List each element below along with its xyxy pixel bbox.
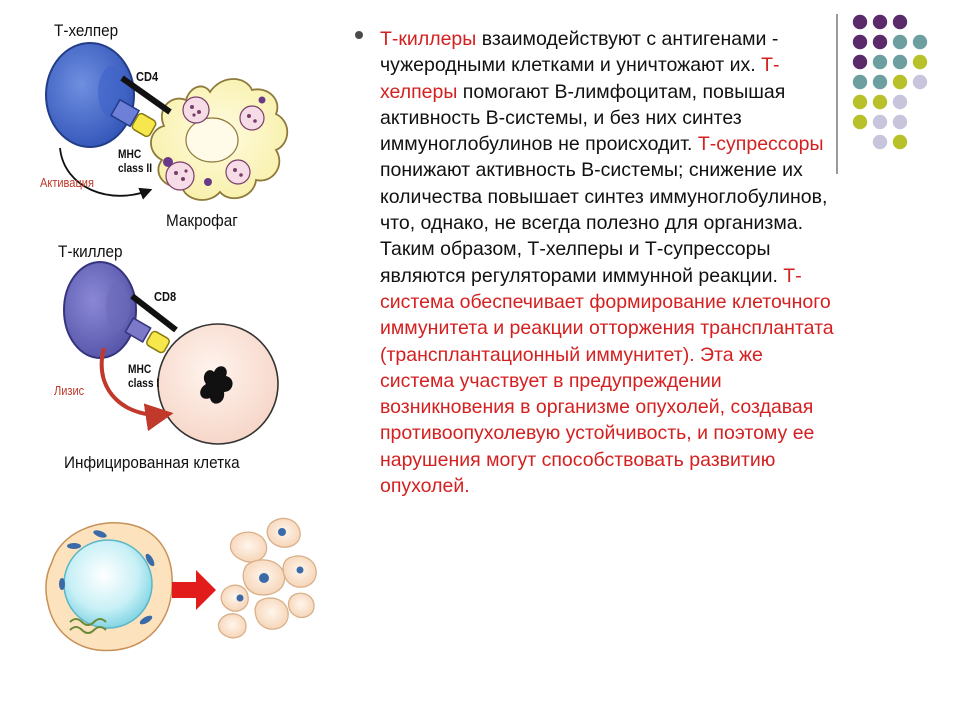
text-segment-t-helpers: Т-хелперы bbox=[380, 54, 780, 103]
infected-cell-label: Инфицированная клетка bbox=[64, 453, 240, 472]
decorative-dot bbox=[872, 34, 888, 50]
infected-cell bbox=[157, 323, 279, 445]
decorative-dot bbox=[892, 74, 908, 90]
activation-arrow bbox=[59, 147, 153, 200]
decorative-dot bbox=[872, 94, 888, 110]
macrophage-cell bbox=[150, 78, 289, 201]
decorative-dot-grid bbox=[852, 14, 928, 150]
decorative-dot bbox=[892, 94, 908, 110]
mhc-class-ii-label: MHC class II bbox=[118, 147, 152, 175]
decorative-dot bbox=[852, 94, 868, 110]
cd8-label: CD8 bbox=[154, 289, 177, 304]
tumor-cells bbox=[217, 517, 317, 639]
text-segment-helpers-desc: помогают В-лимфоцитам, повышая активност… bbox=[380, 80, 786, 156]
mhc-class-i-line2: class I bbox=[128, 376, 160, 390]
decorative-dot bbox=[872, 54, 888, 70]
decorative-dot bbox=[892, 34, 908, 50]
decorative-dot bbox=[912, 34, 928, 50]
immune-cells-illustration bbox=[45, 42, 317, 652]
decorative-dot bbox=[872, 74, 888, 90]
normal-cell bbox=[45, 522, 173, 652]
lysis-label: Лизис bbox=[54, 383, 85, 398]
mhc-class-ii-line1: MHC bbox=[118, 147, 142, 161]
text-segment-t-suppressors: Т-супрессоры bbox=[697, 133, 824, 156]
decorative-dot bbox=[892, 134, 908, 150]
decorative-dot bbox=[852, 54, 868, 70]
decorative-dot bbox=[872, 14, 888, 30]
cd4-label: CD4 bbox=[136, 69, 159, 84]
t-helper-cell bbox=[45, 42, 135, 148]
decorative-dot bbox=[912, 54, 928, 70]
text-segment-killers-desc: взаимодействуют с антигенами - чужеродны… bbox=[380, 28, 779, 77]
decorative-dot bbox=[892, 14, 908, 30]
transition-arrow bbox=[172, 570, 216, 610]
decorative-dot bbox=[852, 114, 868, 130]
activation-label: Активация bbox=[40, 175, 94, 190]
decorative-vertical-line bbox=[836, 14, 838, 174]
mhc-class-i-label: MHC class I bbox=[128, 362, 159, 390]
mhc-class-ii-line2: class II bbox=[118, 161, 153, 175]
t-killer-cell bbox=[63, 261, 137, 359]
text-segment-suppressors-desc: понижают активность В-системы; снижение … bbox=[380, 159, 828, 287]
decorative-dot bbox=[912, 74, 928, 90]
decorative-dot bbox=[852, 14, 868, 30]
decorative-dot bbox=[852, 74, 868, 90]
cd4-receptor bbox=[109, 75, 172, 138]
text-segment-t-system: Т-система обеспечивает формирование клет… bbox=[380, 264, 834, 498]
text-segment-t-killers: Т-киллеры bbox=[380, 28, 477, 50]
macrophage-label: Макрофаг bbox=[166, 211, 238, 230]
decorative-dot bbox=[892, 114, 908, 130]
decorative-dot bbox=[872, 134, 888, 150]
cd8-receptor bbox=[124, 293, 178, 354]
lysis-arrow bbox=[99, 347, 174, 432]
bullet-dot bbox=[355, 31, 363, 39]
decorative-dot bbox=[892, 54, 908, 70]
t-killer-label: Т-киллер bbox=[58, 242, 123, 261]
t-helper-label: Т-хелпер bbox=[54, 21, 119, 40]
mhc-class-i-line1: MHC bbox=[128, 362, 152, 376]
decorative-dot bbox=[852, 34, 868, 50]
decorative-dot bbox=[872, 114, 888, 130]
body-paragraph: Т-киллеры взаимодействуют с антигенами -… bbox=[380, 26, 840, 499]
